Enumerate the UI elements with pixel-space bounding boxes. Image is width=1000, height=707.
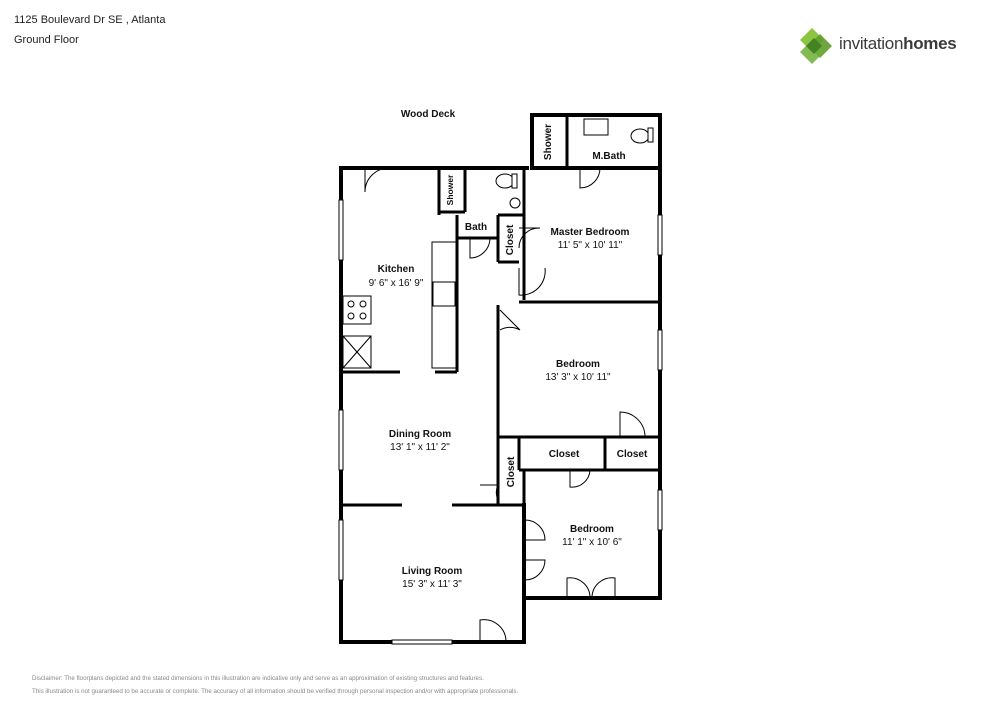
shower-label-bath: Shower bbox=[445, 174, 455, 205]
fixtures bbox=[342, 118, 654, 369]
room-name-closet-b: Closet bbox=[617, 449, 648, 460]
window-living-left bbox=[338, 519, 344, 581]
door-living-front bbox=[479, 619, 507, 643]
room-name-closet-a: Closet bbox=[549, 449, 580, 460]
shower-label-mbath: Shower bbox=[543, 124, 554, 160]
brand-name-part1: invitation bbox=[839, 34, 904, 53]
window-living-bottom bbox=[391, 639, 453, 645]
door-master-bedroom bbox=[518, 267, 546, 296]
window-kitchen-left bbox=[338, 199, 344, 261]
doors bbox=[364, 167, 646, 643]
door-closet-b bbox=[569, 469, 591, 488]
window-master-right bbox=[657, 214, 663, 256]
window-bedroom1-right bbox=[657, 329, 663, 371]
door-living-bedroom2-a bbox=[523, 519, 546, 541]
window-bedroom2-right bbox=[657, 489, 663, 531]
disclaimer-line1: Disclaimer: The floorplans depicted and … bbox=[32, 675, 484, 682]
door-bedroom1-closet bbox=[619, 411, 646, 438]
logo-diamond-icon bbox=[800, 28, 832, 64]
door-closet-c bbox=[480, 484, 499, 501]
door-master-bath bbox=[579, 167, 601, 189]
kitchen-sink-icon bbox=[432, 281, 456, 307]
bath-sink-icon bbox=[509, 197, 521, 209]
property-address: 1125 Boulevard Dr SE , Atlanta bbox=[14, 14, 166, 26]
room-dims-master-bedroom: 11' 5" x 10' 11" bbox=[558, 240, 623, 251]
room-name-closet-master: Closet bbox=[505, 224, 516, 255]
door-kitchen-deck bbox=[364, 167, 390, 193]
brand-wordmark: invitationhomes bbox=[839, 34, 957, 54]
brand-logo: invitationhomes bbox=[798, 26, 988, 66]
room-name-kitchen: Kitchen bbox=[378, 264, 415, 275]
room-name-bedroom2: Bedroom bbox=[570, 524, 614, 535]
room-name-bedroom1: Bedroom bbox=[556, 359, 600, 370]
room-dims-kitchen: 9' 6" x 16' 9" bbox=[369, 278, 424, 289]
room-dims-living: 15' 3" x 11' 3" bbox=[402, 579, 462, 590]
room-dims-dining: 13' 1" x 11' 2" bbox=[390, 442, 450, 453]
window-dining-left bbox=[338, 409, 344, 471]
room-name-living: Living Room bbox=[402, 566, 463, 577]
door-bedroom1 bbox=[499, 309, 521, 331]
door-closet-master bbox=[518, 227, 541, 249]
mbath-toilet-icon bbox=[630, 128, 650, 144]
door-bedroom2-a bbox=[566, 577, 591, 599]
door-bath bbox=[469, 237, 491, 259]
door-living-bedroom2-b bbox=[523, 559, 546, 581]
outside-label-deck: Wood Deck bbox=[401, 109, 456, 120]
kitchen-stove-icon bbox=[342, 295, 372, 325]
room-dims-bedroom1: 13' 3" x 10' 11" bbox=[545, 372, 611, 383]
interior-walls bbox=[341, 115, 660, 507]
mbath-sink-icon bbox=[583, 118, 609, 136]
floor-label: Ground Floor bbox=[14, 34, 79, 46]
room-dims-bedroom2: 11' 1" x 10' 6" bbox=[562, 537, 622, 548]
room-name-mbath: M.Bath bbox=[592, 151, 625, 162]
room-name-master-bedroom: Master Bedroom bbox=[551, 227, 630, 238]
disclaimer-line2: This illustration is not guaranteed to b… bbox=[32, 688, 519, 695]
bath-toilet-icon bbox=[495, 173, 515, 189]
exterior-walls bbox=[339, 113, 662, 644]
room-name-closet-c: Closet bbox=[506, 456, 517, 487]
door-bedroom2-b bbox=[591, 577, 616, 599]
room-name-dining: Dining Room bbox=[389, 429, 451, 440]
brand-name-part2: homes bbox=[903, 34, 957, 53]
room-name-bath: Bath bbox=[465, 222, 487, 233]
windows bbox=[338, 199, 663, 645]
